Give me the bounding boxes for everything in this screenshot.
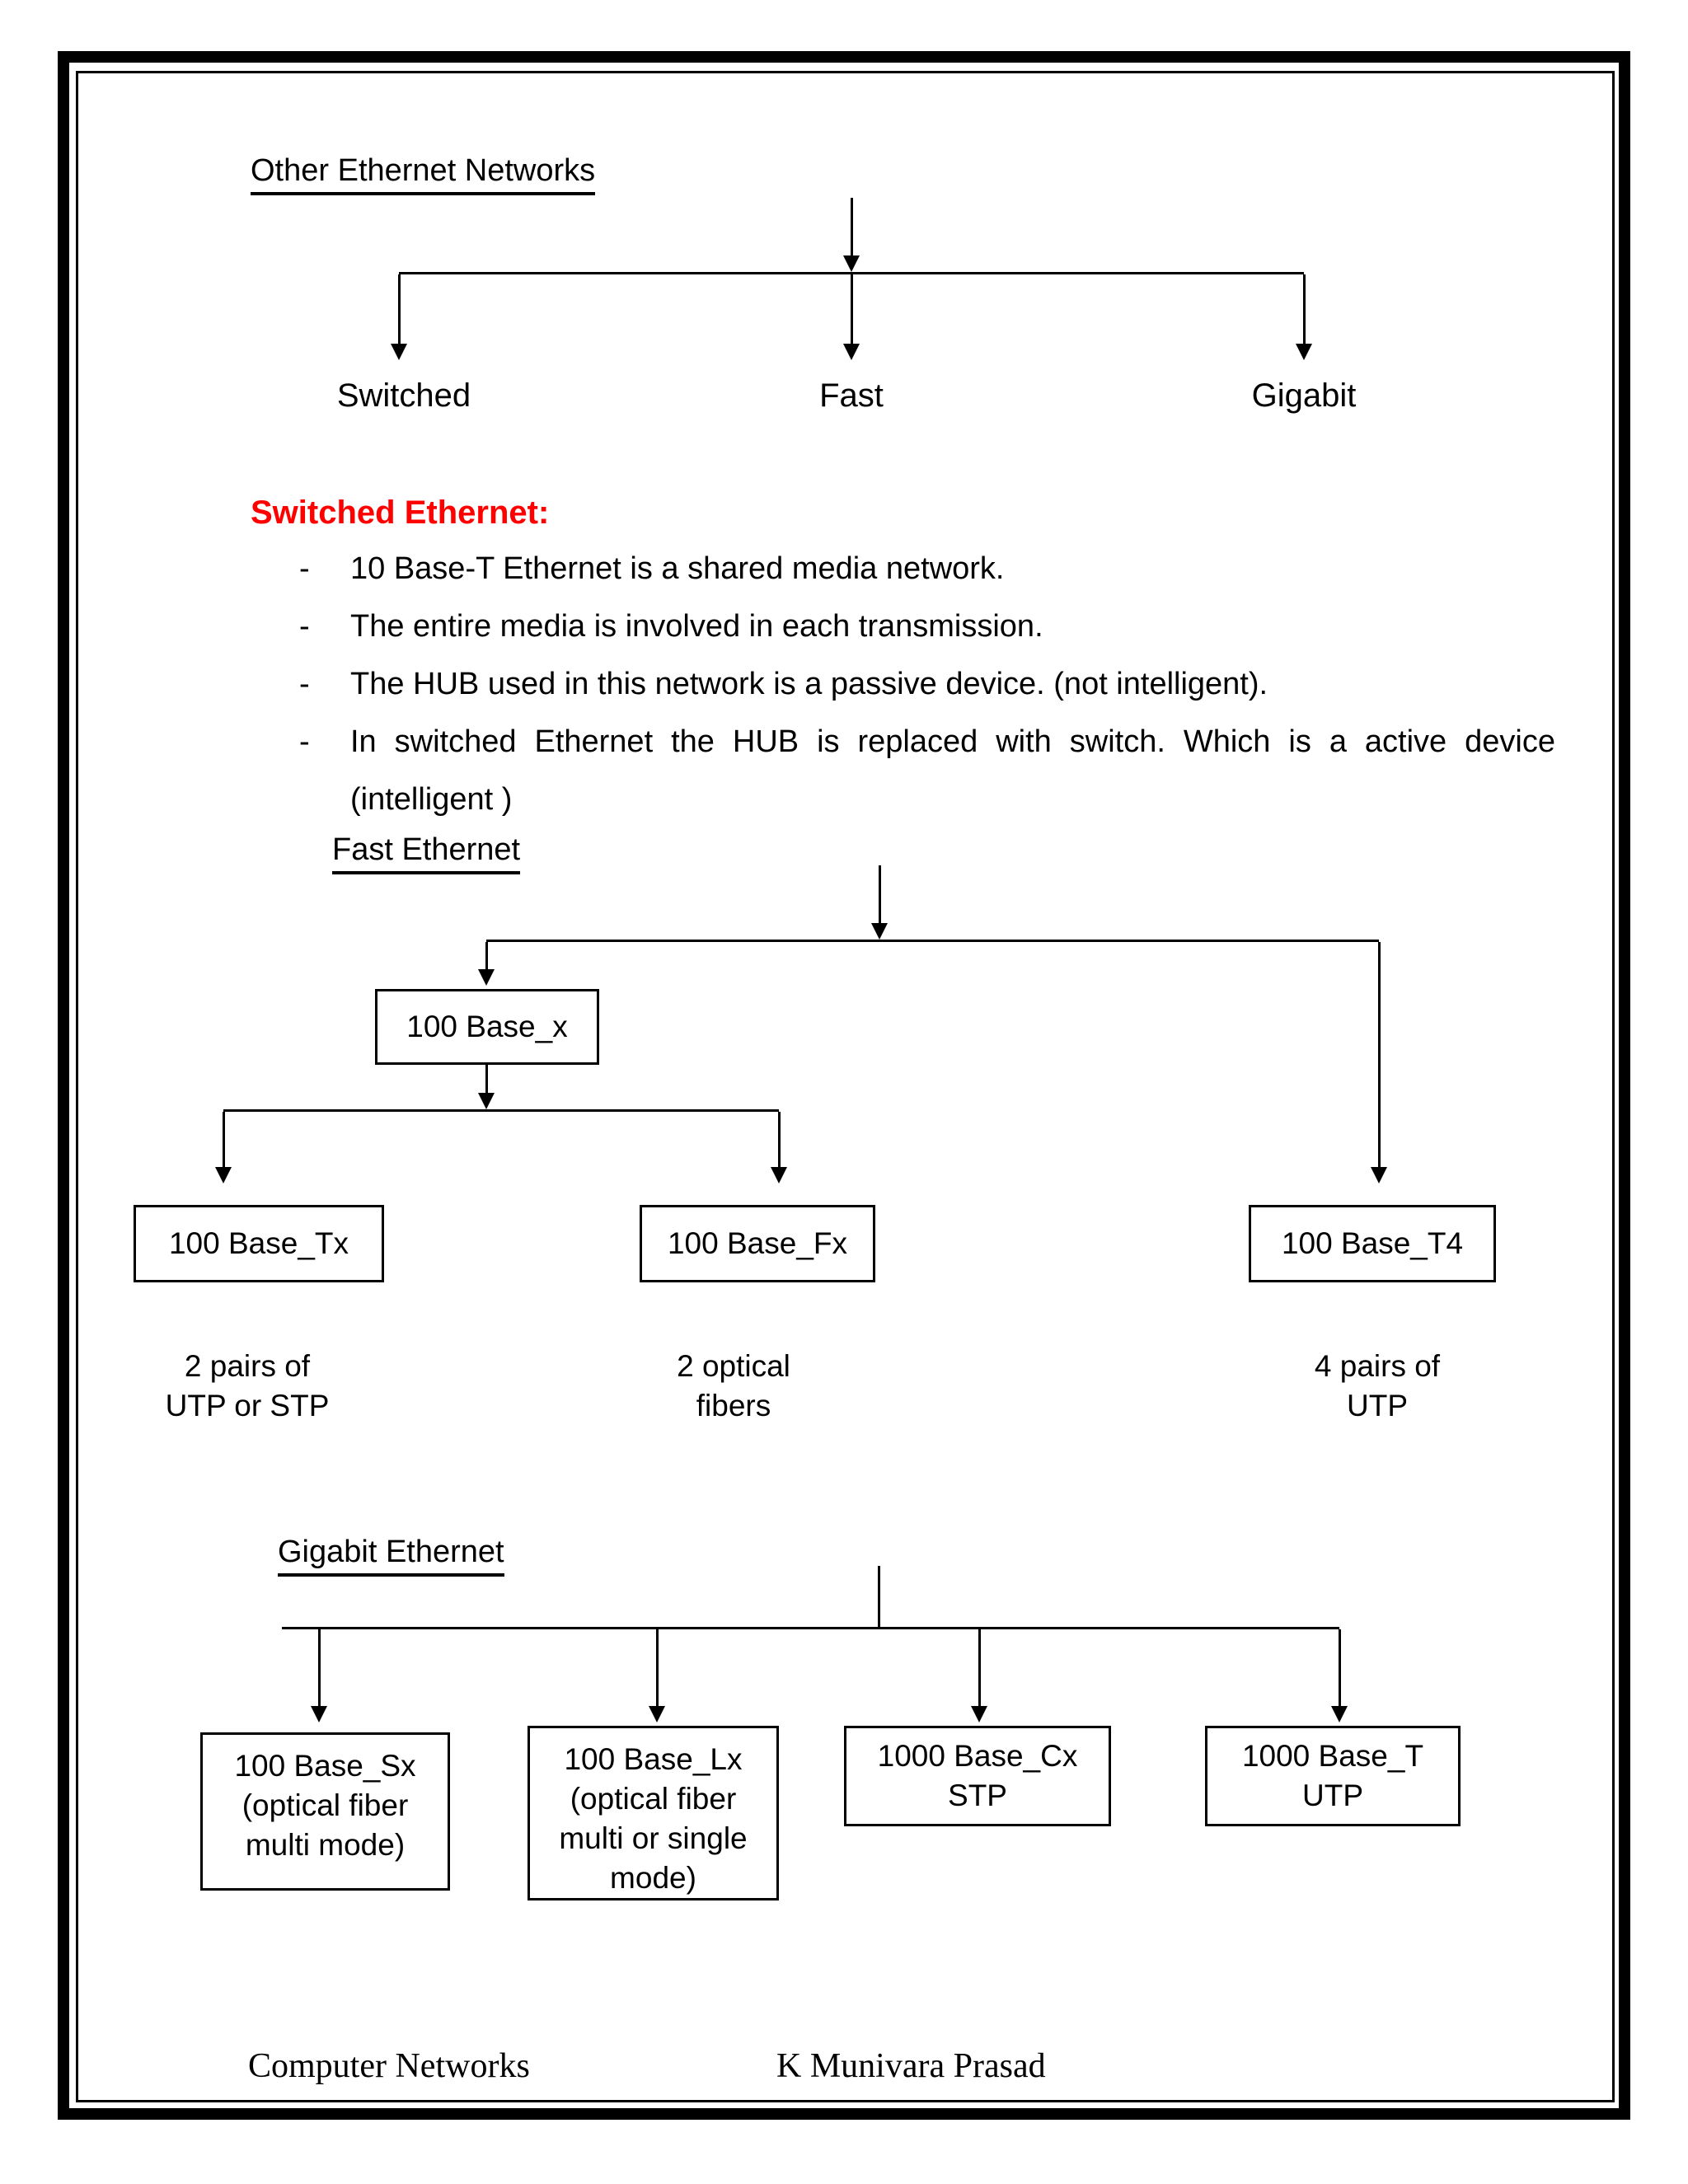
node-label-line: UTP [1302,1779,1363,1812]
label-fast: Fast [819,377,884,414]
node-label-line: 1000 Base_Cx [877,1739,1078,1773]
connector-gigabit-branches [282,1627,1339,1629]
arrow-down-gigabit [1296,274,1312,360]
arrow-down-100basesx [311,1629,327,1722]
caption-100baset4: 4 pairs of UTP [1315,1347,1440,1426]
node-box-100basesx: 100 Base_Sx (optical fiber multi mode) [200,1732,450,1891]
bullet-dash: - [299,724,310,759]
label-gigabit: Gigabit [1251,377,1357,414]
node-label-line: 100 Base_Sx [234,1749,416,1783]
node-box-100basex: 100 Base_x [375,989,599,1065]
page-border-outer [58,51,1630,2120]
caption-line: UTP or STP [165,1389,330,1422]
node-label-line: multi or single [559,1821,748,1855]
caption-100basefx: 2 optical fibers [677,1347,790,1426]
heading-switched-ethernet: Switched Ethernet: [251,494,550,531]
node-label: 100 Base_Tx [168,1226,349,1260]
bullet-dash: - [299,609,310,644]
arrow-down-fast [843,274,860,360]
connector-other-branches [399,272,1304,274]
caption-line: fibers [696,1389,771,1422]
bullet-item: 10 Base-T Ethernet is a shared media net… [350,551,1005,586]
arrow-down-root-other [843,198,860,272]
node-label: 100 Base_T4 [1281,1226,1464,1260]
node-box-100basefx: 100 Base_Fx [640,1205,875,1282]
caption-line: 2 pairs of [184,1349,311,1383]
label-switched: Switched [336,377,471,414]
node-label-line: 100 Base_Lx [564,1742,743,1776]
bullet-dash: - [299,667,310,701]
arrow-down-1000baset [1331,1629,1348,1722]
line-root-gigabit [878,1566,880,1627]
arrow-down-from-100basex [478,1065,495,1109]
node-label-line: mode) [610,1861,696,1895]
arrow-down-100basetx [215,1112,232,1183]
caption-100basetx: 2 pairs of UTP or STP [166,1347,330,1426]
node-box-100baselx: 100 Base_Lx (optical fiber multi or sing… [528,1726,779,1900]
caption-line: UTP [1346,1389,1408,1422]
node-label-line: 1000 Base_T [1241,1739,1424,1773]
node-label-line: STP [948,1779,1007,1812]
footer-course-title: Computer Networks [248,2047,530,2085]
bullet-item-wrap: (intelligent ) [350,782,513,817]
node-box-1000basecx: 1000 Base_Cx STP [844,1726,1111,1826]
caption-line: 4 pairs of [1314,1349,1441,1383]
bullet-item: In switched Ethernet the HUB is replaced… [350,724,1555,759]
heading-gigabit-ethernet: Gigabit Ethernet [278,1533,504,1577]
arrow-down-100baselx [649,1629,665,1722]
node-label-line: (optical fiber [570,1782,737,1816]
bullet-dash: - [299,551,310,586]
node-label-line: multi mode) [245,1828,406,1862]
node-box-1000baset: 1000 Base_T UTP [1205,1726,1461,1826]
arrow-down-100basex [478,942,495,986]
caption-line: 2 optical [677,1349,790,1383]
arrow-down-switched [391,274,407,360]
node-label: 100 Base_x [406,1010,568,1043]
arrow-down-100basefx [771,1112,787,1183]
arrow-down-100baset4 [1371,942,1387,1183]
heading-fast-ethernet: Fast Ethernet [332,831,521,874]
bullet-item: The entire media is involved in each tra… [350,609,1043,644]
node-box-100baset4: 100 Base_T4 [1249,1205,1496,1282]
connector-100basex-branches [223,1109,779,1112]
heading-other-ethernet-networks: Other Ethernet Networks [251,152,596,195]
node-box-100basetx: 100 Base_Tx [134,1205,384,1282]
bullet-item: The HUB used in this network is a passiv… [350,667,1268,701]
connector-fast-branches [486,940,1379,942]
footer-author-name: K Munivara Prasad [776,2047,1046,2085]
node-label-line: (optical fiber [241,1788,409,1822]
node-label: 100 Base_Fx [667,1226,848,1260]
arrow-down-root-fast [871,865,888,940]
page-border-inner [76,71,1615,2102]
arrow-down-1000basecx [971,1629,987,1722]
